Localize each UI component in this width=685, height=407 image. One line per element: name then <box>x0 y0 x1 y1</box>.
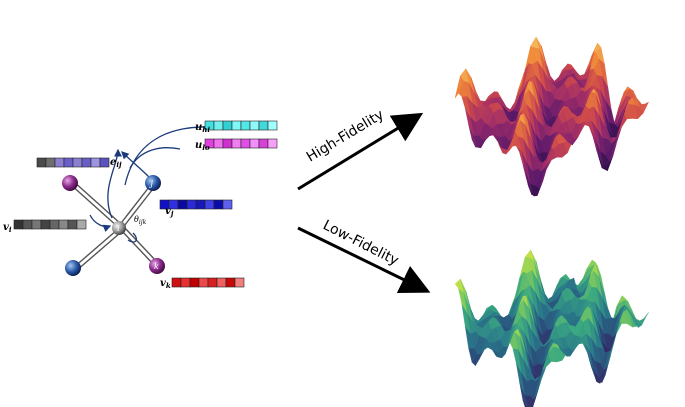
edge-feature-vector <box>36 157 110 168</box>
atom-k-label: k <box>154 262 159 271</box>
vector-cell <box>240 120 251 131</box>
bond-purple-center-2 <box>72 180 122 225</box>
angle-arc <box>127 232 137 243</box>
vector-cell <box>234 277 245 288</box>
label-v-i: vi <box>3 222 12 234</box>
label-u-hi: uhi <box>195 122 210 134</box>
vector-cell <box>207 277 218 288</box>
vector-cell <box>63 157 74 168</box>
atom-k <box>149 258 165 274</box>
vector-cell <box>213 138 224 149</box>
arrow-vi-to-center <box>89 214 112 233</box>
bond-k-center <box>120 229 156 267</box>
label-high-fidelity: High-Fidelity <box>304 107 387 166</box>
atom-i <box>112 221 126 235</box>
vector-cell <box>90 157 101 168</box>
vector-cell <box>267 138 278 149</box>
atom-j <box>145 175 161 191</box>
atom-i-label: i <box>117 224 120 233</box>
vector-cell <box>231 120 242 131</box>
label-v-j: vj <box>165 206 174 218</box>
vector-cell <box>58 219 69 230</box>
vector-cell <box>249 120 260 131</box>
vj-feature-vector <box>159 199 233 210</box>
bond-purple-center <box>69 183 119 228</box>
vector-cell <box>22 219 33 230</box>
atom-purple-top <box>62 175 78 191</box>
vector-cell <box>189 277 200 288</box>
u-hi-feature-vector <box>204 120 278 131</box>
bond-blue-center-2 <box>75 232 121 272</box>
label-u-lo: ulo <box>195 140 210 152</box>
vector-cell <box>180 277 191 288</box>
vector-cell <box>49 219 60 230</box>
vector-cell <box>258 120 269 131</box>
vi-feature-vector <box>13 219 87 230</box>
vector-cell <box>13 219 24 230</box>
vector-cell <box>177 199 188 210</box>
vector-cell <box>99 157 110 168</box>
bond-j-center <box>117 181 154 228</box>
vector-cell <box>222 199 233 210</box>
vector-cell <box>222 138 233 149</box>
vector-cell <box>171 277 182 288</box>
bond-blue-center <box>72 229 118 269</box>
surface-facet <box>568 73 578 82</box>
vector-cell <box>213 120 224 131</box>
arrow-j-to-edge <box>121 151 151 179</box>
vector-cell <box>31 219 42 230</box>
message-arrows <box>89 122 217 243</box>
vk-feature-vector <box>171 277 245 288</box>
vector-cell <box>204 199 215 210</box>
vector-cell <box>267 120 278 131</box>
label-v-k: vk <box>160 278 171 290</box>
vector-cell <box>76 219 87 230</box>
vector-cell <box>36 157 47 168</box>
vector-cell <box>231 138 242 149</box>
bond-j-center-2 <box>120 184 157 231</box>
label-theta: θijk <box>134 215 147 226</box>
high-fidelity-surface <box>454 36 650 197</box>
u-lo-feature-vector <box>204 138 278 149</box>
label-e-ij: eij <box>110 157 122 169</box>
low-fidelity-surface <box>454 249 649 407</box>
vector-cell <box>81 157 92 168</box>
atom-blue-bottom <box>65 260 81 276</box>
vector-cell <box>222 120 233 131</box>
vector-cell <box>67 219 78 230</box>
surface-facet <box>568 277 578 291</box>
vector-cell <box>186 199 197 210</box>
vector-cell <box>72 157 83 168</box>
vector-cell <box>40 219 51 230</box>
bonds <box>69 180 159 272</box>
arrow-high-fidelity <box>297 112 424 191</box>
vector-cell <box>216 277 227 288</box>
vector-cell <box>195 199 206 210</box>
vector-cell <box>198 277 209 288</box>
vector-cell <box>54 157 65 168</box>
vector-cell <box>225 277 236 288</box>
arrow-center-to-edge <box>107 148 122 219</box>
arrow-low-fidelity <box>297 226 431 293</box>
vector-cell <box>249 138 260 149</box>
arrow-to-u-hi <box>124 122 217 186</box>
bond-k-center-2 <box>123 226 159 264</box>
vector-cell <box>213 199 224 210</box>
atom-j-label: j <box>149 179 154 188</box>
vector-cell <box>45 157 56 168</box>
vector-cell <box>258 138 269 149</box>
arrow-to-u-lo <box>129 147 181 169</box>
vector-cell <box>240 138 251 149</box>
